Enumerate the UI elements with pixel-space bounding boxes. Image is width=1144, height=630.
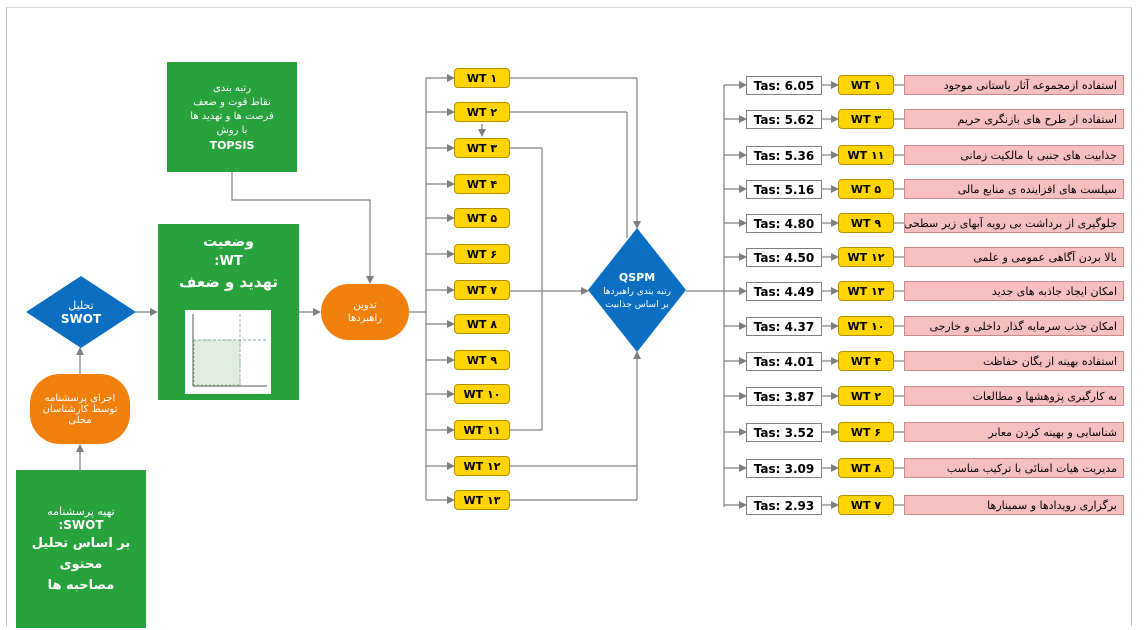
tas-score-8: Tas: 4.37 bbox=[746, 317, 822, 336]
status-line-1: وضعیت bbox=[203, 234, 254, 250]
ranked-wt-2: WT ۳ bbox=[838, 109, 894, 129]
expert-line-1: اجرای پرسشنامه bbox=[44, 392, 116, 404]
wt-item-11: WT ۱۱ bbox=[454, 420, 510, 440]
tas-score-5: Tas: 4.80 bbox=[746, 214, 822, 233]
ranked-wt-5: WT ۹ bbox=[838, 213, 894, 233]
ranking-line-1: رتبه بندی bbox=[212, 82, 252, 94]
ranked-strategy-3: جذابیت های جنبی با مالکیت زمانی bbox=[904, 145, 1124, 165]
expert-line-3: محلی bbox=[68, 414, 92, 426]
tas-score-12: Tas: 3.09 bbox=[746, 459, 822, 478]
status-thumbnail bbox=[185, 310, 271, 394]
ranked-strategy-1: استفاده ازمجموعه آثار باستانی موجود bbox=[904, 75, 1124, 95]
status-line-3: تهدید و ضعف bbox=[178, 273, 279, 291]
wt-item-5: WT ۵ bbox=[454, 208, 510, 228]
status-line-2: WT: bbox=[214, 254, 243, 269]
strategy-formulation-box: تدوین راهبردها bbox=[321, 284, 409, 340]
questionnaire-line-3: بر اساس تحلیل bbox=[31, 536, 131, 551]
questionnaire-line-4: محتوی bbox=[59, 557, 103, 572]
ranked-strategy-9: استفاده بهینه از یگان حفاظت bbox=[904, 351, 1124, 371]
expert-survey-box: اجرای پرسشنامه توسط کارشناسان محلی bbox=[30, 374, 130, 444]
wt-item-2: WT ۲ bbox=[454, 102, 510, 122]
tas-score-13: Tas: 2.93 bbox=[746, 496, 822, 515]
questionnaire-line-2: SWOT: bbox=[58, 518, 104, 532]
ranked-strategy-6: بالا بردن آگاهی عمومی و علمی bbox=[904, 247, 1124, 267]
ranking-line-4: با روش bbox=[216, 124, 248, 136]
questionnaire-box: تهیه پرسشنامه SWOT: بر اساس تحلیل محتوی … bbox=[16, 470, 146, 628]
questionnaire-line-1: تهیه پرسشنامه bbox=[47, 505, 115, 518]
swot-diamond-shape bbox=[26, 276, 136, 348]
ranked-strategy-5: جلوگیری از برداشت بی رویه آبهای زیر سطحی bbox=[904, 213, 1124, 233]
wt-item-7: WT ۷ bbox=[454, 280, 510, 300]
swot-line-1: تحلیل bbox=[68, 298, 94, 312]
ranked-strategy-8: امکان جذب سرمایه گذار داخلی و خارجی bbox=[904, 316, 1124, 336]
tas-score-9: Tas: 4.01 bbox=[746, 352, 822, 371]
wt-item-1: WT ۱ bbox=[454, 68, 510, 88]
ranked-wt-12: WT ۸ bbox=[838, 458, 894, 478]
expert-line-2: توسط کارشناسان bbox=[42, 403, 118, 415]
ranked-wt-1: WT ۱ bbox=[838, 75, 894, 95]
swot-diamond: تحلیل SWOT bbox=[26, 276, 136, 348]
wt-item-3: WT ۳ bbox=[454, 138, 510, 158]
tas-score-11: Tas: 3.52 bbox=[746, 423, 822, 442]
tas-score-2: Tas: 5.62 bbox=[746, 110, 822, 129]
tas-score-10: Tas: 3.87 bbox=[746, 387, 822, 406]
ranked-wt-7: WT ۱۳ bbox=[838, 281, 894, 301]
ranked-wt-9: WT ۴ bbox=[838, 351, 894, 371]
ranked-wt-8: WT ۱۰ bbox=[838, 316, 894, 336]
ranked-wt-6: WT ۱۲ bbox=[838, 247, 894, 267]
wt-item-8: WT ۸ bbox=[454, 314, 510, 334]
ranked-wt-11: WT ۶ bbox=[838, 422, 894, 442]
formulation-line-2: راهبردها bbox=[347, 313, 383, 324]
ranked-strategy-2: استفاده از طرح های بازنگری حریم bbox=[904, 109, 1124, 129]
wt-item-13: WT ۱۳ bbox=[454, 490, 510, 510]
ranked-wt-3: WT ۱۱ bbox=[838, 145, 894, 165]
qspm-line-2: رتبه بندی راهبردها bbox=[603, 286, 671, 297]
qspm-diamond: QSPM رتبه بندی راهبردها بر اساس جذابیت bbox=[588, 228, 686, 352]
wt-item-10: WT ۱۰ bbox=[454, 384, 510, 404]
wt-item-12: WT ۱۲ bbox=[454, 456, 510, 476]
swot-text: تحلیل SWOT bbox=[26, 276, 136, 348]
ranked-wt-4: WT ۵ bbox=[838, 179, 894, 199]
wt-item-4: WT ۴ bbox=[454, 174, 510, 194]
ranking-line-5: TOPSIS bbox=[209, 138, 255, 152]
qspm-line-3: بر اساس جذابیت bbox=[605, 299, 669, 310]
wt-item-6: WT ۶ bbox=[454, 244, 510, 264]
ranked-strategy-13: برگزاری رویدادها و سمینارها bbox=[904, 495, 1124, 515]
tas-score-1: Tas: 6.05 bbox=[746, 76, 822, 95]
wt-item-9: WT ۹ bbox=[454, 350, 510, 370]
swot-line-2: SWOT bbox=[60, 311, 102, 326]
ranking-line-3: فرصت ها و تهدید ها bbox=[190, 110, 274, 122]
questionnaire-line-5: مصاحبه ها bbox=[47, 578, 115, 593]
ranked-wt-10: WT ۲ bbox=[838, 386, 894, 406]
ranked-strategy-11: شناسایی و بهینه کردن معابر bbox=[904, 422, 1124, 442]
topsis-ranking-box: رتبه بندی نقاط قوت و ضعف فرصت ها و تهدید… bbox=[167, 62, 297, 172]
qspm-diamond-shape bbox=[588, 228, 686, 352]
ranked-strategy-12: مدیریت هیات امنائی با ترکیب مناسب bbox=[904, 458, 1124, 478]
status-thumbnail-chart bbox=[192, 314, 267, 387]
wt-status-box: وضعیت WT: تهدید و ضعف bbox=[158, 224, 299, 400]
tas-score-3: Tas: 5.36 bbox=[746, 146, 822, 165]
ranked-strategy-4: سیلست های افزاینده ی منابع مالی bbox=[904, 179, 1124, 199]
formulation-line-1: تدوین bbox=[353, 300, 377, 311]
qspm-text: QSPM رتبه بندی راهبردها بر اساس جذابیت bbox=[578, 228, 696, 352]
ranked-wt-13: WT ۷ bbox=[838, 495, 894, 515]
page-frame bbox=[6, 7, 1132, 626]
tas-score-6: Tas: 4.50 bbox=[746, 248, 822, 267]
qspm-line-1: QSPM bbox=[618, 270, 656, 284]
tas-score-4: Tas: 5.16 bbox=[746, 180, 822, 199]
ranked-strategy-10: به کارگیری پژوهشها و مطالعات bbox=[904, 386, 1124, 406]
tas-score-7: Tas: 4.49 bbox=[746, 282, 822, 301]
ranking-line-2: نقاط قوت و ضعف bbox=[193, 96, 271, 108]
ranked-strategy-7: امکان ایجاد جاذبه های جدید bbox=[904, 281, 1124, 301]
